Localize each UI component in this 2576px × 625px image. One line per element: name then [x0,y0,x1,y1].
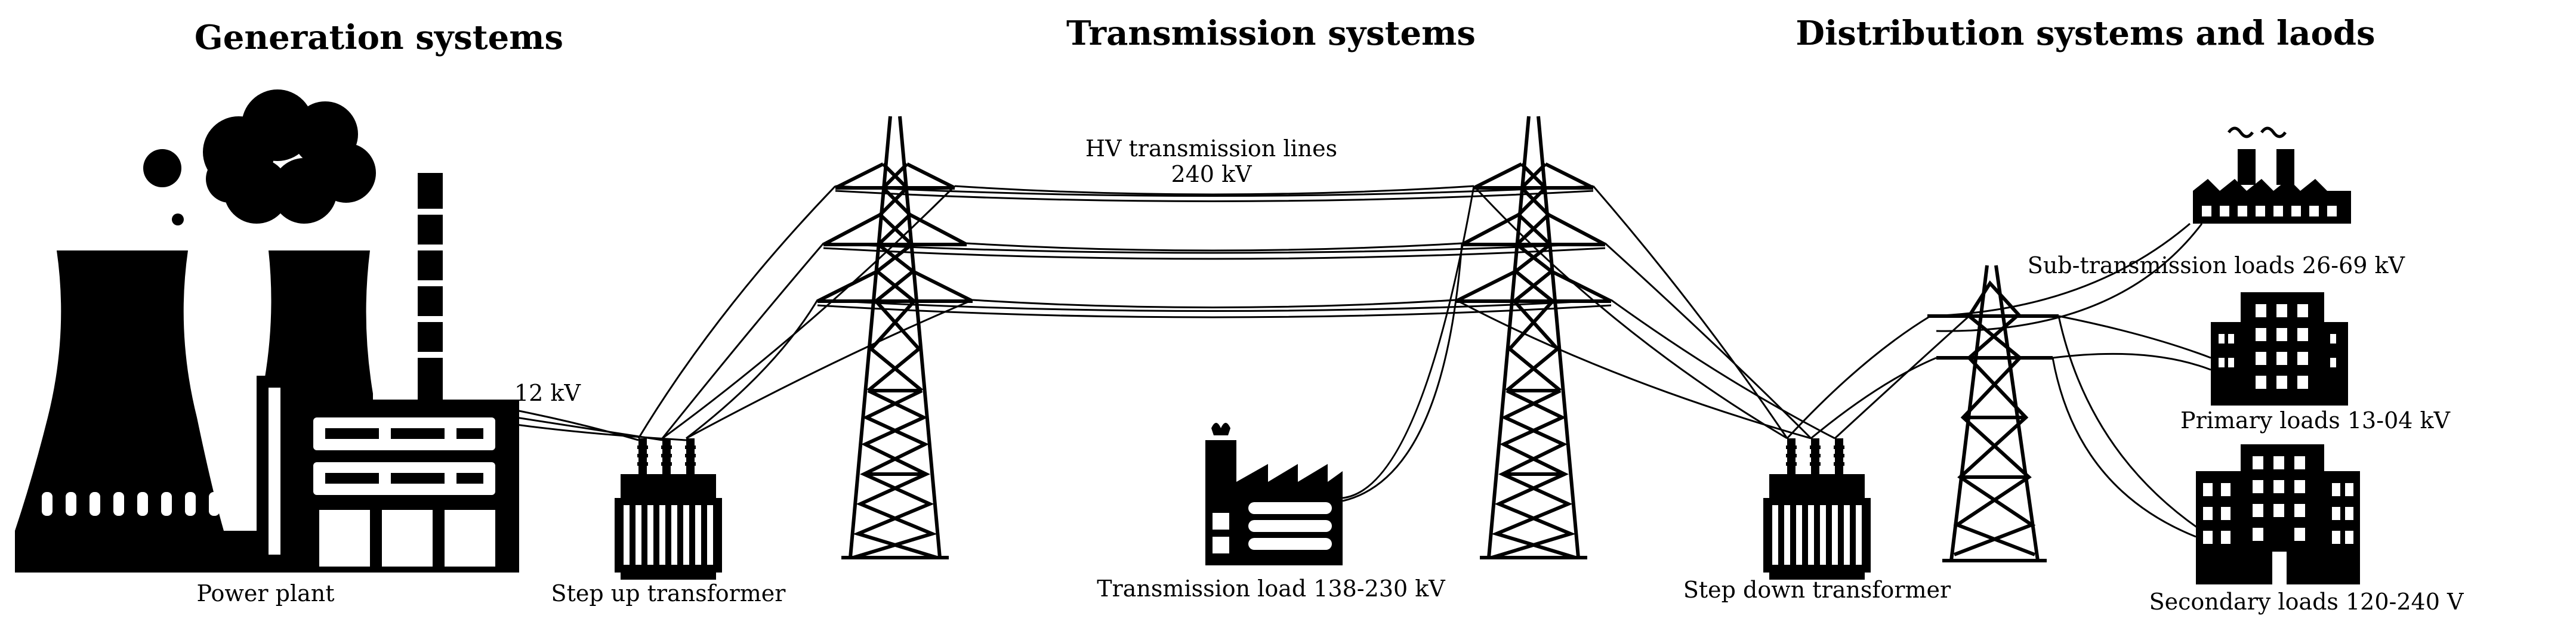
distribution-feeder-lines [1786,315,1970,440]
power-plant-icon [15,89,519,573]
heading-generation: Generation systems [195,18,563,57]
step-down-transformer-label: Step down transformer [1683,577,1951,603]
step-up-transformer-label: Step up transformer [551,580,786,607]
transmission-tower-icon [1927,265,2059,562]
subtransmission-loads-label: Sub-transmission loads 26-69 kV [2028,252,2405,279]
secondary-loads-label: Secondary loads 120-240 V [2149,589,2464,615]
hv-lines-label: HV transmission lines [1085,135,1337,162]
building-icon [2211,292,2348,406]
transmission-tower-icon [1456,116,1611,558]
heading-transmission: Transmission systems [1066,14,1476,53]
factory-icon [1205,423,1343,565]
heading-distribution: Distribution systems and laods [1796,14,2375,53]
step-up-feeder-lines [637,185,973,440]
building-icon [2196,444,2360,584]
primary-loads-label: Primary loads 13-04 kV [2180,407,2451,434]
load-feeder-lines [1930,222,2211,538]
power-plant-label: Power plant [196,580,334,607]
generator-feeder-lines [516,409,687,441]
gen-voltage-label: 12 kV [514,380,581,406]
factory-icon [2193,126,2351,224]
step-down-feeder-lines [1455,185,1835,440]
hv-transmission-lines [817,185,1612,318]
transmission-load-feeder [1342,185,1475,502]
hv-voltage-label: 240 kV [1171,161,1252,187]
step-down-transformer-icon [1763,438,1871,580]
transmission-tower-icon [817,116,973,558]
step-up-transformer-icon [615,438,722,580]
transmission-load-label: Transmission load 138-230 kV [1097,576,1445,602]
